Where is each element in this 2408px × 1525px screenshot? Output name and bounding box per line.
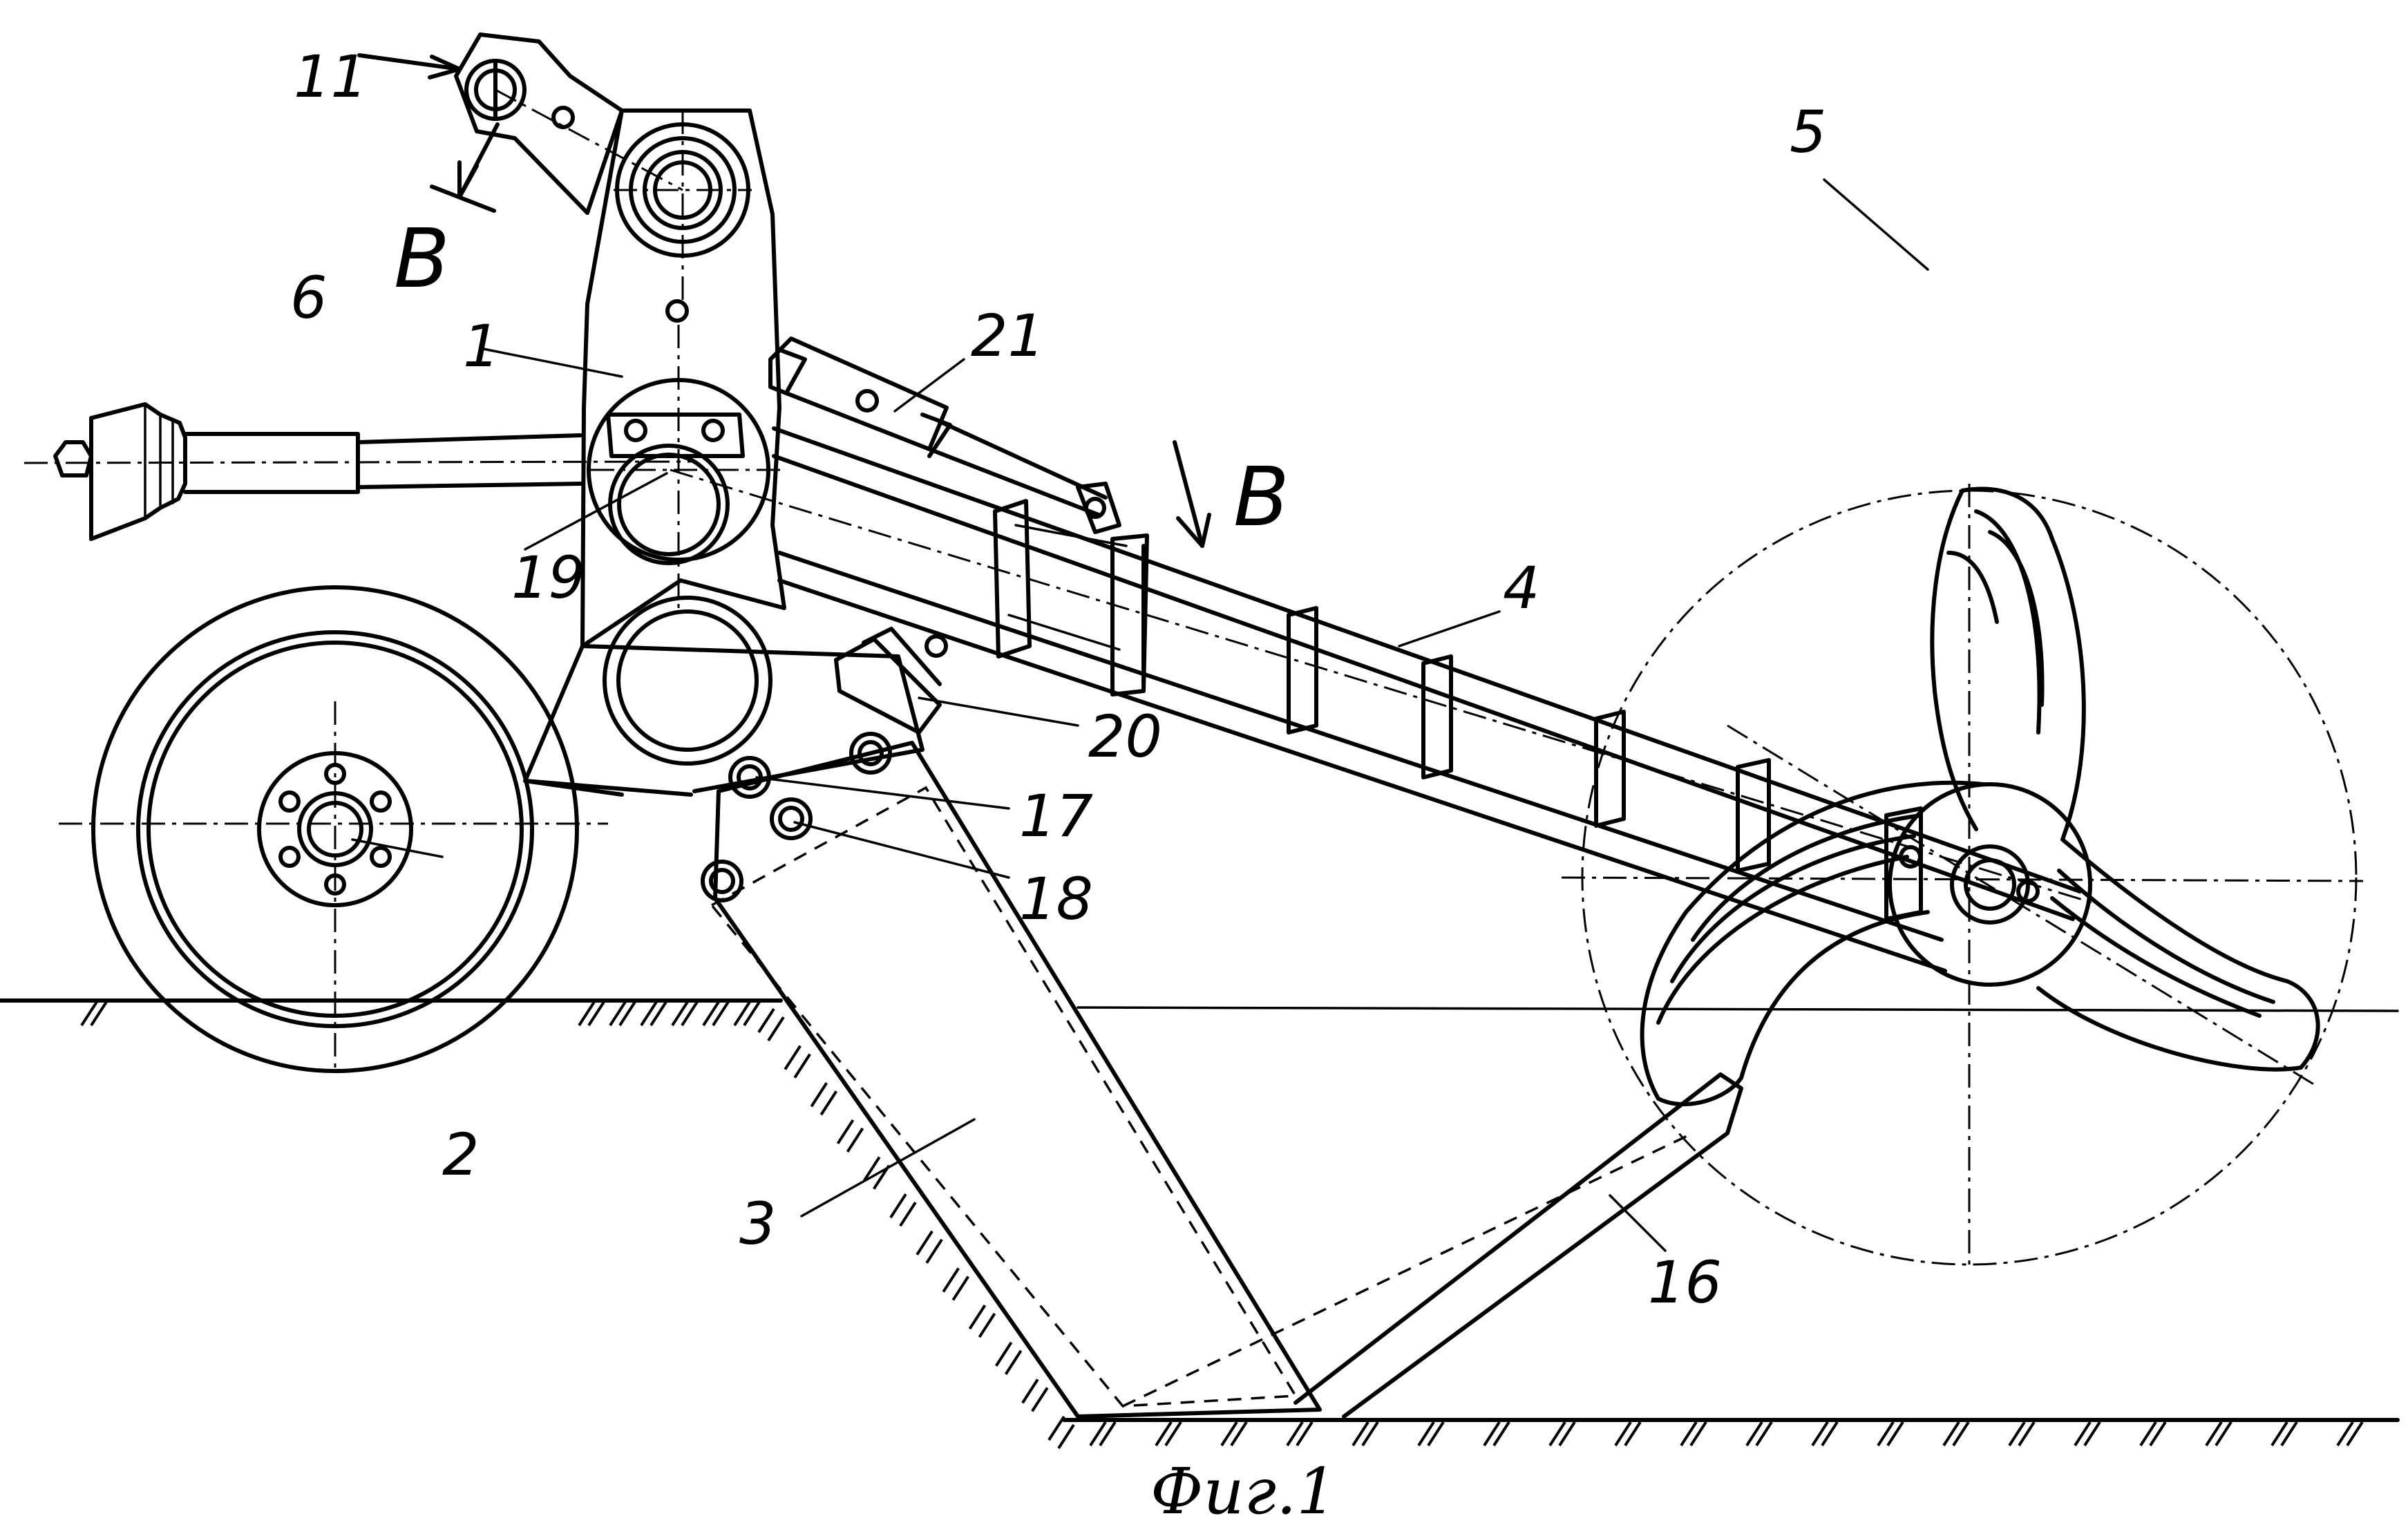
ground-hatch (768, 1017, 784, 1041)
ground-hatch (838, 1120, 853, 1144)
figure-caption: Фиг.1 (1150, 1455, 1337, 1525)
label-section-left: В (394, 211, 450, 306)
beam (670, 428, 2101, 971)
label-1: 1 (463, 312, 500, 380)
label-19: 19 (511, 544, 585, 612)
ground-hatch (811, 1083, 826, 1106)
ground-hatch (1006, 1351, 1021, 1374)
hydraulic-cylinder (770, 339, 1119, 532)
ground-hatch (848, 1128, 863, 1152)
label-4: 4 (1503, 554, 1539, 622)
ground-hatch (1032, 1387, 1047, 1411)
ground-hatch (979, 1314, 994, 1337)
ground-hatch (917, 1231, 932, 1255)
ground-hatch (891, 1194, 906, 1218)
ground-hatch (927, 1240, 942, 1263)
ground-hatch (1059, 1425, 1074, 1448)
ground-hatch (969, 1305, 985, 1329)
ground-hatch (795, 1054, 810, 1078)
label-2: 2 (442, 1121, 479, 1188)
ground-hatch (785, 1046, 800, 1070)
label-6: 6 (290, 264, 327, 332)
label-21: 21 (971, 302, 1045, 370)
label-18: 18 (1019, 865, 1093, 933)
label-3: 3 (739, 1190, 776, 1258)
label-16: 16 (1648, 1249, 1722, 1316)
bracket-20 (836, 629, 946, 732)
ground-hatch (759, 1009, 774, 1032)
label-20: 20 (1088, 703, 1162, 770)
ground-hatch (900, 1202, 916, 1226)
label-section-right: В (1233, 449, 1289, 544)
ground-hatch (1023, 1379, 1038, 1403)
drawbar (24, 404, 691, 539)
section-mark-right (1175, 442, 1209, 546)
label-17: 17 (1019, 782, 1093, 850)
label-5: 5 (1790, 98, 1826, 166)
ground-hatch (821, 1091, 836, 1115)
upper-link (456, 35, 683, 213)
ground-hatch (996, 1343, 1012, 1366)
ground-hatch (953, 1276, 968, 1300)
frame (525, 111, 922, 795)
ground-hatch (943, 1268, 958, 1291)
label-11: 11 (294, 43, 368, 111)
ground-hatch (1049, 1417, 1064, 1440)
